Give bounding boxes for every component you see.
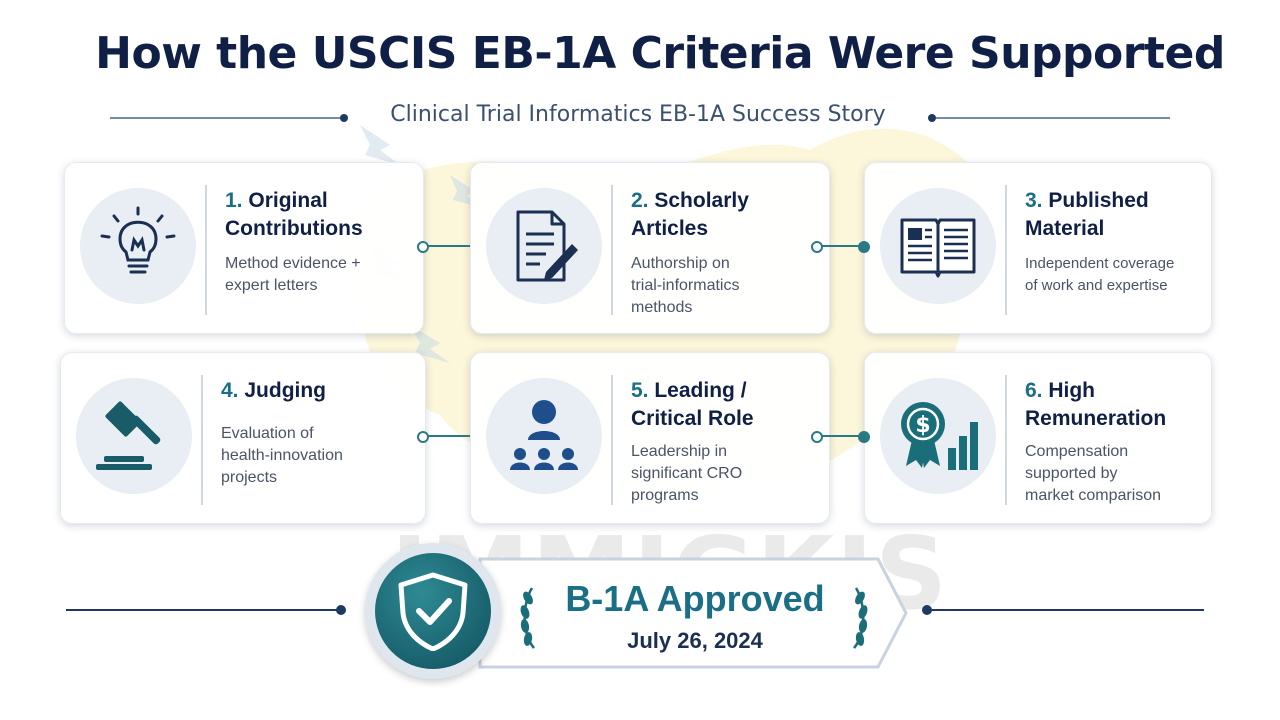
criterion-description: Method evidence + expert letters [225, 253, 415, 297]
criterion-title: 6. High Remuneration [1025, 377, 1215, 433]
subtitle-rule-right [936, 117, 1170, 119]
lightbulb-icon [100, 206, 176, 274]
criterion-desc-line3: projects [221, 469, 278, 486]
criterion-description: Evaluation of health-innovation projects [221, 423, 411, 489]
criterion-desc-line1: Compensation [1025, 443, 1129, 460]
criterion-desc-line1: Independent coverage [1025, 255, 1175, 272]
criterion-description: Independent coverage of work and experti… [1025, 253, 1205, 297]
criterion-description: Authorship on trial-informatics methods [631, 253, 821, 319]
card-divider [205, 185, 207, 315]
laurel-right-icon [853, 587, 868, 649]
criterion-desc-line1: Evaluation of [221, 425, 314, 442]
connector-dot [417, 241, 429, 253]
connector-line [822, 245, 862, 247]
criterion-title: 2. Scholarly Articles [631, 187, 821, 243]
criterion-title: 3. Published Material [1025, 187, 1215, 243]
criterion-card-scholarly-articles: 2. Scholarly Articles Authorship on tria… [470, 162, 830, 334]
subtitle-rule-left [110, 117, 344, 119]
criterion-desc-line3: methods [631, 299, 693, 316]
approval-banner: B-1A Approved July 26, 2024 [0, 540, 1280, 690]
criterion-title-line2: Critical Role [631, 407, 754, 430]
criterion-number: 6. [1025, 379, 1043, 402]
criterion-card-leading-critical-role: 5. Leading / Critical Role Leadership in… [470, 352, 830, 524]
banner-dot-left [336, 605, 346, 615]
shield-check-icon [398, 572, 468, 651]
open-book-icon [900, 218, 976, 278]
criterion-card-high-remuneration: $ 6. High Remuneration Compensation supp… [864, 352, 1212, 524]
criterion-title: 4. Judging [221, 377, 411, 405]
criterion-title-line1: High [1048, 379, 1096, 402]
criterion-number: 2. [631, 189, 649, 212]
page-title: How the USCIS EB-1A Criteria Were Suppor… [95, 28, 1225, 79]
criterion-title-line1: Scholarly [654, 189, 749, 212]
approval-status: B-1A Approved [565, 578, 825, 619]
criterion-desc-line2: health-innovation [221, 447, 343, 464]
subtitle-dot-right [928, 114, 936, 122]
card-divider [1005, 375, 1007, 505]
criterion-desc-line2: expert letters [225, 277, 318, 294]
card-divider [1005, 185, 1007, 315]
criterion-title-line2: Articles [631, 217, 709, 240]
criterion-title: 1. Original Contributions [225, 187, 415, 243]
connector-dot [417, 431, 429, 443]
connector-dot [858, 241, 870, 253]
criterion-desc-line1: Authorship on [631, 255, 730, 272]
icon-circle: $ [880, 378, 996, 494]
connector-dot [858, 431, 870, 443]
team-hierarchy-icon [510, 400, 578, 470]
connector-line [428, 435, 470, 437]
approval-badge [365, 543, 501, 679]
connector-line [428, 245, 470, 247]
laurel-left-icon [520, 587, 535, 649]
criterion-desc-line3: market comparison [1025, 487, 1162, 504]
approval-date: July 26, 2024 [627, 628, 763, 653]
page-subtitle: Clinical Trial Informatics EB-1A Success… [390, 102, 886, 127]
criterion-description: Leadership in significant CRO programs [631, 441, 821, 507]
dollar-medal-chart-icon: $ [901, 402, 978, 470]
icon-circle [880, 188, 996, 304]
criterion-desc-line3: programs [631, 487, 699, 504]
icon-circle [486, 378, 602, 494]
icon-circle [80, 188, 196, 304]
criterion-number: 5. [631, 379, 649, 402]
gavel-icon [96, 401, 161, 470]
criterion-title-line2: Contributions [225, 217, 363, 240]
card-divider [611, 375, 613, 505]
banner-rule-left [66, 609, 340, 611]
criterion-title: 5. Leading / Critical Role [631, 377, 821, 433]
criterion-desc-line1: Leadership in [631, 443, 728, 460]
criterion-title-line2: Material [1025, 217, 1105, 240]
banner-rule-right [930, 609, 1204, 611]
criterion-card-original-contributions: 1. Original Contributions Method evidenc… [64, 162, 424, 334]
subtitle-row: Clinical Trial Informatics EB-1A Success… [0, 100, 1280, 136]
criterion-card-judging: 4. Judging Evaluation of health-innovati… [60, 352, 426, 524]
criterion-desc-line2: significant CRO [631, 465, 743, 482]
criterion-title-line1: Original [248, 189, 328, 212]
criterion-description: Compensation supported by market compari… [1025, 441, 1205, 507]
criterion-desc-line2: supported by [1025, 465, 1118, 482]
connector-dot [811, 241, 823, 253]
document-pen-icon [516, 210, 578, 282]
criterion-number: 1. [225, 189, 243, 212]
approval-badge-inner [375, 553, 491, 669]
connector-line [822, 435, 862, 437]
card-divider [611, 185, 613, 315]
subtitle-dot-left [340, 114, 348, 122]
banner-dot-right [922, 605, 932, 615]
criterion-number: 4. [221, 379, 239, 402]
criterion-title-line1: Leading / [654, 379, 747, 402]
criterion-title-line1: Judging [244, 379, 327, 402]
criterion-desc-line2: trial-informatics [631, 277, 740, 294]
criterion-number: 3. [1025, 189, 1043, 212]
icon-circle [76, 378, 192, 494]
criterion-desc-line2: of work and expertise [1025, 277, 1168, 294]
svg-text:$: $ [915, 413, 930, 438]
connector-dot [811, 431, 823, 443]
criterion-title-line1: Published [1048, 189, 1149, 212]
card-divider [201, 375, 203, 505]
criterion-card-published-material: 3. Published Material Independent covera… [864, 162, 1212, 334]
criterion-desc-line1: Method evidence + [225, 255, 361, 272]
icon-circle [486, 188, 602, 304]
criterion-title-line2: Remuneration [1025, 407, 1167, 430]
